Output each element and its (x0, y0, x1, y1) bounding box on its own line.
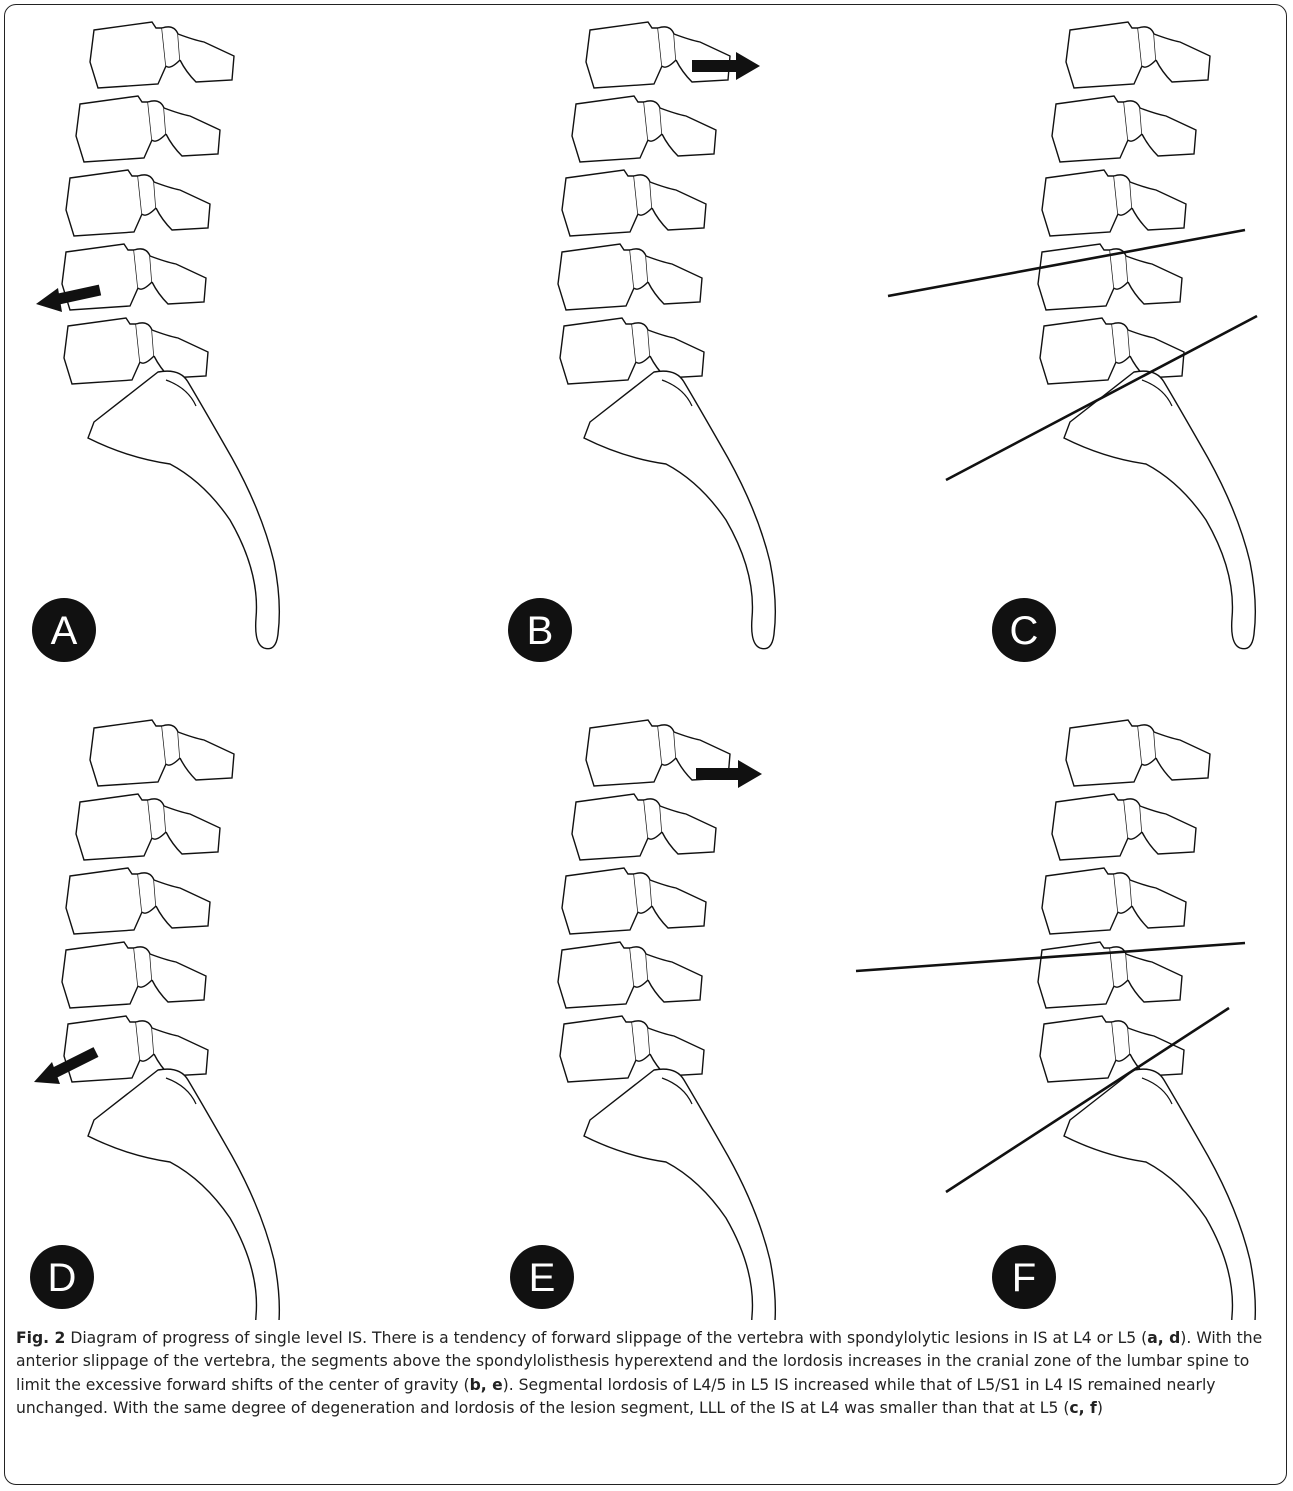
panel-label-e: E (510, 1245, 574, 1309)
panel-b-spine (558, 22, 775, 649)
caption-ref: b, e (470, 1376, 503, 1394)
panel-label-c: C (992, 598, 1056, 662)
panel-a-spine (62, 22, 279, 649)
svg-text:A: A (51, 609, 78, 653)
svg-text:B: B (527, 609, 554, 653)
figure-caption: Fig. 2 Diagram of progress of single lev… (16, 1327, 1278, 1421)
panel-e-spine (558, 720, 775, 1320)
svg-text:E: E (529, 1256, 556, 1300)
svg-text:D: D (48, 1256, 77, 1300)
panel-label-b: B (508, 598, 572, 662)
figure-label: Fig. 2 (16, 1329, 65, 1347)
caption-ref: c, f (1069, 1399, 1096, 1417)
svg-text:C: C (1010, 609, 1039, 653)
panel-label-d: D (30, 1245, 94, 1309)
panel-d-spine (62, 720, 279, 1320)
panel-label-f: F (992, 1245, 1056, 1309)
svg-text:F: F (1012, 1256, 1036, 1300)
caption-text: ) (1097, 1399, 1103, 1417)
caption-text: Diagram of progress of single level IS. … (65, 1329, 1147, 1347)
panel-label-a: A (32, 598, 96, 662)
caption-ref: a, d (1147, 1329, 1180, 1347)
panel-f-spine (1038, 720, 1255, 1320)
spine-diagram: A B C D E F (0, 0, 1293, 1320)
